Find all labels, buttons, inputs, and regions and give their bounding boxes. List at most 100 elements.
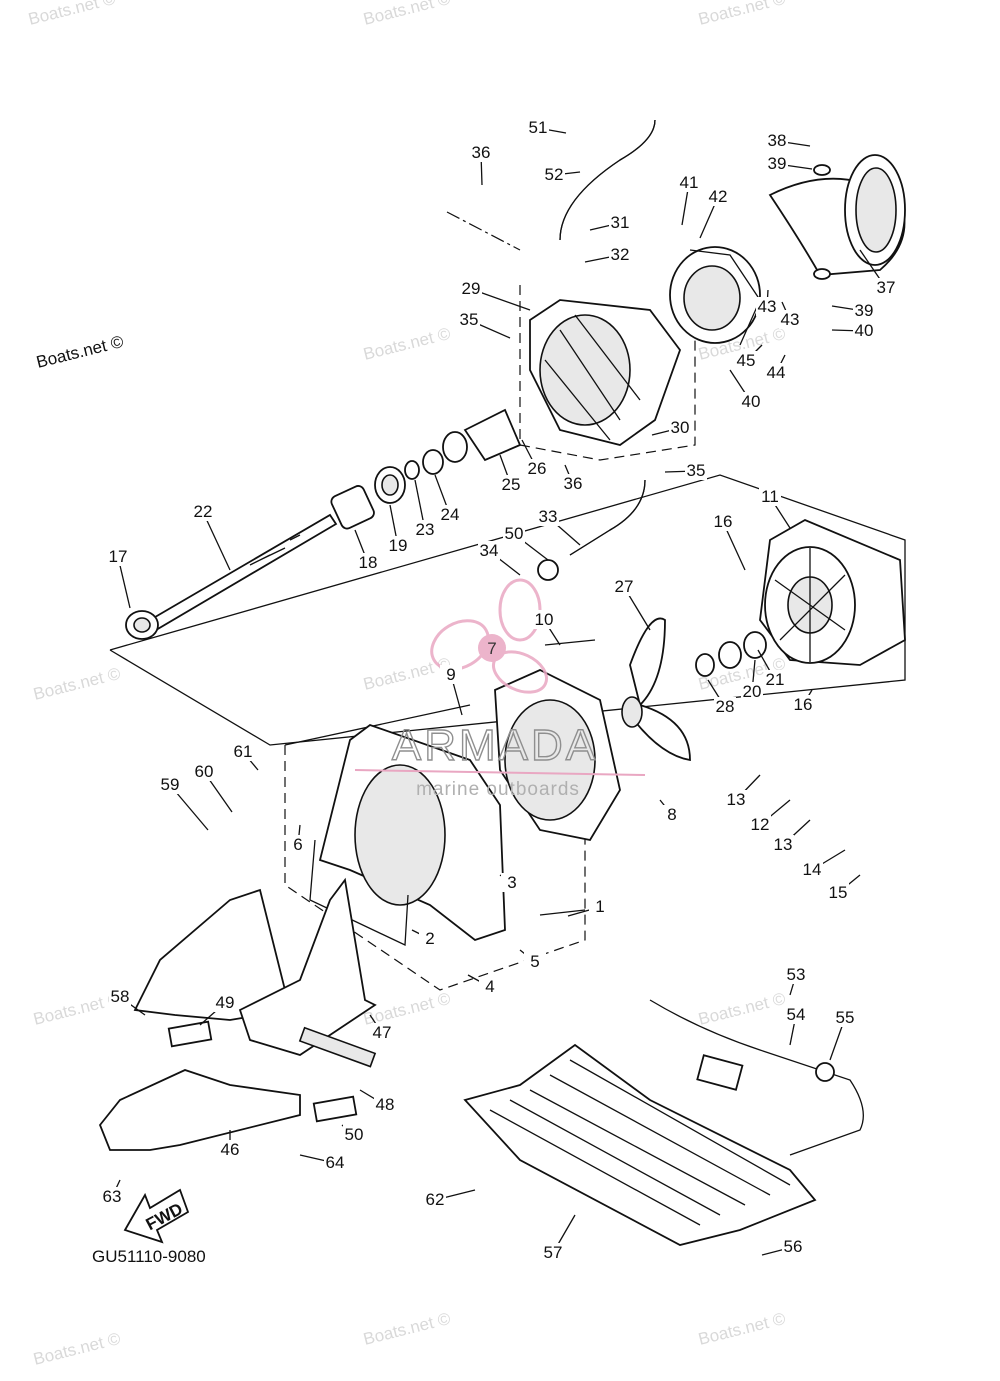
callout-13: 13 [772,819,811,854]
callout-45: 45 [735,344,763,370]
callout-number: 12 [751,815,770,834]
callout-number: 13 [774,835,793,854]
jet-pump-mount-part [309,723,506,946]
callout-number-backdrop [853,321,875,340]
callout-number: 49 [216,993,235,1012]
callout-number: 39 [768,154,787,173]
callout-number-backdrop [107,547,129,566]
callout-number-backdrop [324,1153,346,1172]
callout-number: 37 [877,278,896,297]
drive-shaft-part [125,513,338,640]
callout-number: 13 [727,790,746,809]
callout-3: 3 [499,873,523,892]
callout-number-backdrop [735,351,757,370]
callout-43: 43 [779,301,801,329]
callout-number-backdrop [460,279,482,298]
callout-number: 47 [373,1023,392,1042]
callout-number: 36 [472,143,491,162]
callout-number: 52 [545,165,564,184]
nozzle-ring-part [669,246,761,346]
callout-6: 6 [287,824,309,854]
callout-number-backdrop [478,541,500,560]
callout-number-backdrop [707,187,729,206]
callout-35: 35 [664,461,707,480]
callout-number-backdrop [193,762,215,781]
watermark-text: Boats.net © [361,0,452,29]
callout-39: 39 [766,154,813,173]
callout-number-backdrop [609,245,631,264]
callout-17: 17 [107,547,131,609]
callout-number: 50 [345,1125,364,1144]
callout-number: 55 [836,1008,855,1027]
callout-number-backdrop [371,1023,393,1042]
ride-plate-brackets-part [98,877,377,1151]
callout-number-backdrop [501,873,523,892]
callout-number: 16 [794,695,813,714]
callout-29: 29 [460,279,531,311]
callout-number-backdrop [589,897,611,916]
watermark-text: Boats.net © [31,664,122,704]
callout-number: 45 [737,351,756,370]
callout-52: 52 [543,165,581,184]
callout-number-backdrop [503,524,525,543]
watermark-text: Boats.net © [31,1329,122,1369]
callout-36: 36 [562,464,584,493]
callout-number: 58 [111,987,130,1006]
callout-40: 40 [729,369,762,411]
callout-number: 14 [803,860,822,879]
callout-number-backdrop [785,1005,807,1024]
bearings-part [330,408,767,677]
callout-27: 27 [613,577,651,631]
callout-number: 50 [505,524,524,543]
callout-number-backdrop [192,502,214,521]
callout-number-backdrop [537,507,559,526]
callout-number-backdrop [669,418,691,437]
callout-number: 29 [462,279,481,298]
callout-number: 17 [109,547,128,566]
callout-number: 23 [416,520,435,539]
hoses-part [559,119,656,556]
callout-35: 35 [458,310,511,339]
callout-number-backdrop [801,860,823,879]
watermark-text: Boats.net © [696,0,787,29]
callout-number: 4 [485,977,494,996]
callout-30: 30 [651,418,691,437]
callout-50: 50 [341,1124,365,1144]
callout-number: 43 [781,310,800,329]
callout-number: 10 [535,610,554,629]
callout-number: 63 [103,1187,122,1206]
callout-number: 41 [680,173,699,192]
callout-63: 63 [101,1179,123,1206]
callout-62: 62 [424,1189,476,1209]
callout-number: 6 [293,835,302,854]
callout-number-backdrop [766,154,788,173]
jet-housing-part [529,299,682,446]
callout-57: 57 [542,1214,576,1262]
callout-number-backdrop [424,1190,446,1209]
watermark-text: Boats.net © [26,0,117,29]
logo-badge-number: 7 [487,639,496,658]
callout-number-backdrop [527,118,549,137]
callout-number: 15 [829,883,848,902]
callout-number-backdrop [219,1140,241,1159]
callout-number-backdrop [792,695,814,714]
callout-number-backdrop [232,742,254,761]
callout-number-backdrop [470,143,492,162]
callout-number-backdrop [834,1008,856,1027]
callout-50: 50 [503,524,549,561]
callout-22: 22 [192,502,231,571]
callout-31: 31 [589,213,631,232]
callout-number: 39 [855,301,874,320]
callout-4: 4 [467,974,501,996]
callout-number-backdrop [613,577,635,596]
callout-number: 2 [425,929,434,948]
callout-41: 41 [678,173,700,226]
callout-number: 43 [758,297,777,316]
callout-number-backdrop [357,553,379,572]
callout-number-backdrop [500,475,522,494]
callout-number: 9 [446,665,455,684]
callout-number-backdrop [214,993,236,1012]
callout-number-backdrop [749,815,771,834]
impeller-part [621,617,691,762]
